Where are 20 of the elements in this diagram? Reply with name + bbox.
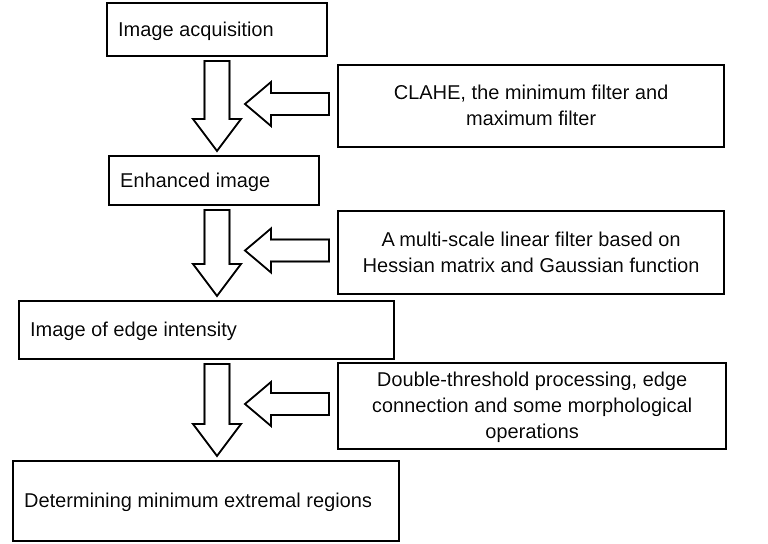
process-box [337,64,725,148]
process-box [108,155,320,206]
box-text: CLAHE, the minimum filter and maximum filter [392,81,670,132]
box-text: Enhanced image [120,168,270,194]
process-box [12,460,400,542]
box-text: Determining minimum extremal regions [24,489,372,514]
box-text: A multi-scale linear filter based on Hessian matrix and Gaussian function [362,228,700,278]
hollow-arrow [243,380,330,428]
hollow-arrow [243,226,330,275]
hollow-arrow [191,60,243,153]
process-box [18,300,395,360]
process-box [337,210,725,295]
process-box [337,362,727,450]
hollow-arrow [243,80,330,128]
hollow-arrow [191,209,243,298]
hollow-arrow [191,363,243,458]
box-text: Image of edge intensity [30,318,237,343]
process-box [106,2,328,57]
box-text: Image acquisition [118,18,274,42]
box-text: Double-threshold processing, edge connection and some morphological operations [370,368,694,445]
